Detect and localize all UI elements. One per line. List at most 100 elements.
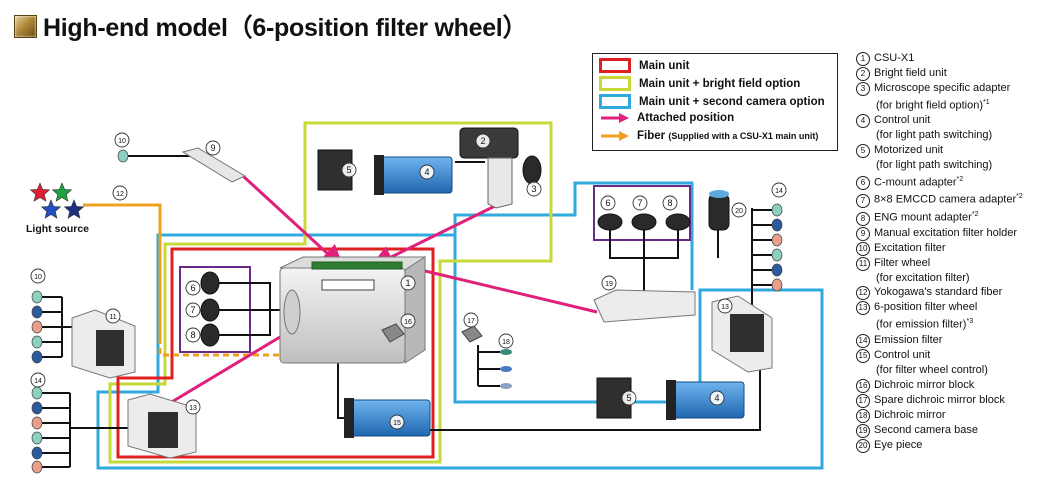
star-icon (29, 182, 51, 202)
legend-item-attached: Attached position (599, 112, 734, 124)
part-number-badge: 5 (856, 144, 870, 159)
callout-badge (341, 162, 357, 178)
filter-icon (771, 218, 783, 232)
callout-number: 1 (405, 278, 410, 288)
callout-badge (419, 164, 435, 180)
callout-number: 11 (109, 314, 116, 321)
part-label: Manual excitation filter holder (874, 226, 1018, 239)
parts-list-item: 4 Control unit (856, 113, 1047, 129)
filter-icon (771, 203, 783, 217)
callout-number: 15 (393, 420, 401, 427)
parts-list-subitem: (for emission filter)*3 (856, 315, 1047, 332)
title-bullet-icon (14, 14, 37, 38)
callout-badge (400, 313, 416, 329)
frame-bright-field (108, 121, 553, 464)
part-number-badge: 1 (856, 52, 870, 66)
bright-field-body-shape (487, 157, 513, 209)
callout-badge (205, 140, 221, 156)
part-sublabel: (for bright field option) (876, 99, 983, 112)
callout-number: 14 (34, 378, 42, 385)
part-number-badge: 3 (856, 82, 870, 96)
legend: Main unit Main unit + bright field optio… (592, 53, 838, 151)
callout-number: 2 (480, 136, 485, 146)
filter-icon (771, 278, 783, 292)
callout-badge (601, 275, 617, 291)
part-label: Control unit (874, 114, 931, 127)
callout-badge (731, 202, 747, 218)
part-sublabel: (for light path switching) (876, 129, 993, 142)
filter-icon (31, 416, 43, 430)
callout-badge (30, 268, 46, 284)
filter-icon (31, 320, 43, 334)
part-label: Second camera base (874, 423, 978, 436)
filter-dots (31, 149, 783, 474)
callout-badge (717, 298, 733, 314)
control-unit-2-end-shape (666, 380, 676, 420)
part-number-badge: 17 (856, 393, 870, 408)
part-sublabel: (for light path switching) (876, 159, 993, 172)
legend-item-bright-field: Main unit + bright field option (599, 76, 800, 91)
callout-badge (185, 399, 201, 415)
legend-item-fiber: Fiber (Supplied with a CSU-X1 main unit) (599, 130, 818, 142)
callout-badge (498, 333, 514, 349)
callout-badge (30, 372, 46, 388)
part-note: *1 (983, 99, 990, 106)
filter-icon (31, 305, 43, 319)
star-icon (63, 199, 85, 219)
callout-number: 9 (210, 143, 215, 153)
control-unit-2-shape (671, 381, 745, 419)
filter-wheel-control-shape (347, 399, 431, 437)
dichroic-block-shape (381, 323, 405, 343)
part-sublabel: (for emission filter) (876, 319, 967, 332)
spare-dichroic-shape (461, 325, 483, 343)
frame-main-unit (116, 247, 435, 459)
legend-item-main-unit: Main unit (599, 58, 689, 73)
control-unit-shape (379, 156, 453, 194)
callout-badge (185, 302, 201, 318)
part-number-badge: 16 (856, 378, 870, 393)
callout-badge (389, 414, 405, 430)
callout-badge (709, 390, 725, 406)
callout-badge (621, 390, 637, 406)
filter-wheel-dark-shape (96, 330, 124, 366)
parts-list-subitem: (for light path switching) (856, 128, 1047, 143)
control-unit-end-shape (374, 155, 384, 195)
callout-number: 5 (626, 393, 631, 403)
part-number-badge: 8 (856, 211, 870, 226)
csu-x1-main-unit (279, 256, 427, 364)
callout-number: 4 (424, 167, 429, 177)
legend-item-second-camera: Main unit + second camera option (599, 94, 825, 109)
emission-wheel-2-dark-shape (730, 314, 764, 352)
callout-number: 10 (118, 138, 126, 145)
dichroic-mirrors (500, 349, 512, 389)
part-label: Spare dichroic mirror block (874, 393, 1005, 406)
pink-arrow-icon (601, 113, 629, 123)
adapter-stack (200, 271, 220, 347)
second-camera-adapter-frame (593, 185, 691, 241)
part-sublabel: (for excitation filter) (876, 271, 970, 284)
filter-icon (117, 149, 129, 163)
part-number-badge: 15 (856, 348, 870, 363)
callout-badge (632, 195, 648, 211)
callout-badge (400, 275, 416, 291)
part-sublabel: (for filter wheel control) (876, 363, 988, 376)
callout-number: 5 (346, 165, 351, 175)
part-number-badge: 4 (856, 114, 870, 129)
adapter-stack-2 (597, 213, 691, 231)
part-label: CSU-X1 (874, 52, 915, 64)
filter-icon (31, 446, 43, 460)
callout-badge (114, 132, 130, 148)
microscope-adapter-shape (522, 155, 542, 185)
callout-number: 8 (190, 330, 195, 340)
